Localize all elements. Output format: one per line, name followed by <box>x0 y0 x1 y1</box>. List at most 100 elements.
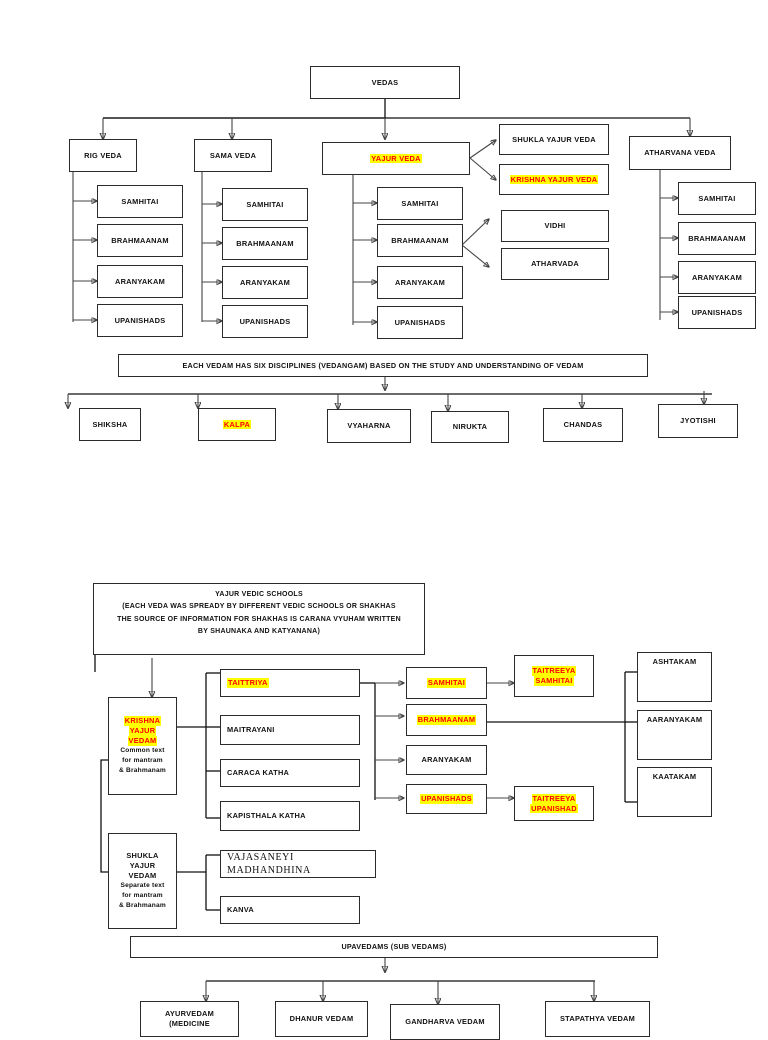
node-label: KAATAKAM <box>652 772 697 781</box>
node-rig-veda[interactable]: RIG VEDA <box>69 139 137 172</box>
header-line-1: YAJUR VEDIC SCHOOLS <box>215 591 303 598</box>
node-label: ARANYAKAM <box>691 272 743 282</box>
sama-samhitai[interactable]: SAMHITAI <box>222 188 308 221</box>
taitreeya-upanishad-text[interactable]: TAITREEYA UPANISHAD <box>514 786 594 821</box>
node-label: UPANISHADS <box>114 315 166 325</box>
node-label: AARANYAKAM <box>646 715 703 724</box>
sama-upanishads[interactable]: UPANISHADS <box>222 305 308 338</box>
upavedam-ayurvedam[interactable]: AYURVEDAM (MEDICINE <box>140 1001 239 1037</box>
shakha-kapisthala-katha[interactable]: KAPISTHALA KATHA <box>220 801 360 831</box>
node-label: BRAHMAANAM <box>391 235 449 245</box>
node-label: ARANYAKAM <box>114 276 166 286</box>
node-label: BRAHMAANAM <box>416 715 477 725</box>
note-line-2: for mantram <box>122 892 163 900</box>
node-label: UPANISHADS <box>239 316 291 326</box>
node-vedas[interactable]: VEDAS <box>310 66 460 99</box>
text-line-2: UPANISHAD <box>530 803 578 814</box>
node-label: YAJUR VEDA <box>370 153 422 164</box>
taittriya-brahmaanam[interactable]: BRAHMAANAM <box>406 704 487 736</box>
shakha-kanva[interactable]: KANVA <box>220 896 360 924</box>
banner-label: UPAVEDAMS (SUB VEDAMS) <box>341 942 447 952</box>
node-label: VYAHARNA <box>347 421 391 430</box>
vedangam-kalpa[interactable]: KALPA <box>198 408 276 441</box>
yajur-brahmaanam[interactable]: BRAHMAANAM <box>377 224 463 257</box>
yajur-samhitai[interactable]: SAMHITAI <box>377 187 463 220</box>
vedangam-vyaharna[interactable]: VYAHARNA <box>327 409 411 443</box>
shakha-vajasaneyi-madhandhina[interactable]: VAJASANEYI MADHANDHINA <box>220 850 376 878</box>
node-label: KRISHNA YAJUR VEDA <box>509 174 599 185</box>
node-sama-veda[interactable]: SAMA VEDA <box>194 139 272 172</box>
taittriya-samhitai[interactable]: SAMHITAI <box>406 667 487 699</box>
node-label: JYOTISHI <box>680 416 716 425</box>
upavedam-dhanur-vedam[interactable]: DHANUR VEDAM <box>275 1001 368 1037</box>
yajur-upanishads[interactable]: UPANISHADS <box>377 306 463 339</box>
title-line-1: KRISHNA <box>123 716 162 727</box>
title-line-3: VEDAM <box>128 871 157 881</box>
shakha-caraca-katha[interactable]: CARACA KATHA <box>220 759 360 787</box>
note-line-1: Common text <box>120 747 165 755</box>
atharvana-samhitai[interactable]: SAMHITAI <box>678 182 756 215</box>
node-label: SHUKLA YAJUR VEDA <box>512 134 596 144</box>
node-label: SAMHITAI <box>246 199 284 209</box>
node-label: UPANISHADS <box>691 307 743 317</box>
brahmaanam-kaatakam[interactable]: KAATAKAM <box>637 767 712 817</box>
node-krishna-yajur-vedam[interactable]: KRISHNA YAJUR VEDAM Common text for mant… <box>108 697 177 795</box>
vedangam-jyotishi[interactable]: JYOTISHI <box>658 404 738 438</box>
node-label: SAMA VEDA <box>209 150 257 160</box>
upavedam-stapathya-vedam[interactable]: STAPATHYA VEDAM <box>545 1001 650 1037</box>
node-label: KAPISTHALA KATHA <box>227 811 306 820</box>
node-label: VAJASANEYI MADHANDHINA <box>227 851 311 877</box>
node-label: BRAHMAANAM <box>111 235 169 245</box>
node-shukla-yajur-veda[interactable]: SHUKLA YAJUR VEDA <box>499 124 609 155</box>
node-label: SAMHITAI <box>698 193 736 203</box>
node-label: VEDAS <box>371 77 399 87</box>
node-label: MAITRAYANI <box>227 725 275 734</box>
vedangam-shiksha[interactable]: SHIKSHA <box>79 408 141 441</box>
node-yajur-veda[interactable]: YAJUR VEDA <box>322 142 470 175</box>
note-line-3: & Brahmanam <box>119 901 166 909</box>
node-label: ATHARVADA <box>531 259 579 268</box>
node-shukla-yajur-vedam[interactable]: SHUKLA YAJUR VEDAM Separate text for man… <box>108 833 177 929</box>
vedangam-chandas[interactable]: CHANDAS <box>543 408 623 442</box>
taittriya-aranyakam[interactable]: ARANYAKAM <box>406 745 487 775</box>
taittriya-upanishads[interactable]: UPANISHADS <box>406 784 487 814</box>
brahmaanam-ashtakam[interactable]: ASHTAKAM <box>637 652 712 702</box>
atharvana-aranyakam[interactable]: ARANYAKAM <box>678 261 756 294</box>
node-atharvada[interactable]: ATHARVADA <box>501 248 609 280</box>
yajur-aranyakam[interactable]: ARANYAKAM <box>377 266 463 299</box>
shakha-maitrayani[interactable]: MAITRAYANI <box>220 715 360 745</box>
node-atharvana-veda[interactable]: ATHARVANA VEDA <box>629 136 731 170</box>
node-label: NIRUKTA <box>452 422 488 431</box>
header-line-3: THE SOURCE OF INFORMATION FOR SHAKHAS IS… <box>117 615 401 623</box>
node-label: SAMHITAI <box>121 196 159 206</box>
title-line-2: YAJUR <box>128 726 157 737</box>
node-vidhi[interactable]: VIDHI <box>501 210 609 242</box>
banner-label: EACH VEDAM HAS SIX DISCIPLINES (VEDANGAM… <box>182 360 584 370</box>
node-label: SAMHITAI <box>426 678 467 688</box>
atharvana-upanishads[interactable]: UPANISHADS <box>678 296 756 329</box>
brahmaanam-aaranyakam[interactable]: AARANYAKAM <box>637 710 712 760</box>
atharvana-brahmaanam[interactable]: BRAHMAANAM <box>678 222 756 255</box>
shakha-taittriya[interactable]: TAITTRIYA <box>220 669 360 697</box>
node-label: CARACA KATHA <box>227 768 290 777</box>
node-label: BRAHMAANAM <box>688 233 746 243</box>
taitreeya-samhitai-text[interactable]: TAITREEYA SAMHITAI <box>514 655 594 697</box>
yajur-vedic-schools-header: YAJUR VEDIC SCHOOLS (EACH VEDA WAS SPREA… <box>93 583 425 655</box>
node-label: TAITTRIYA <box>227 678 269 688</box>
header-line-2: (EACH VEDA WAS SPREADY BY DIFFERENT VEDI… <box>122 603 396 611</box>
sama-aranyakam[interactable]: ARANYAKAM <box>222 266 308 299</box>
node-label: UPANISHADS <box>420 794 473 804</box>
rig-brahmaanam[interactable]: BRAHMAANAM <box>97 224 183 257</box>
sama-brahmaanam[interactable]: BRAHMAANAM <box>222 227 308 260</box>
rig-samhitai[interactable]: SAMHITAI <box>97 185 183 218</box>
node-label: KANVA <box>227 905 254 914</box>
node-krishna-yajur-veda[interactable]: KRISHNA YAJUR VEDA <box>499 164 609 195</box>
vedangam-nirukta[interactable]: NIRUKTA <box>431 411 509 443</box>
node-label: ARANYAKAM <box>239 277 291 287</box>
note-line-3: & Brahmanam <box>119 766 166 774</box>
node-label: BRAHMAANAM <box>236 238 294 248</box>
upavedam-gandharva-vedam[interactable]: GANDHARVA VEDAM <box>390 1004 500 1040</box>
rig-upanishads[interactable]: UPANISHADS <box>97 304 183 337</box>
rig-aranyakam[interactable]: ARANYAKAM <box>97 265 183 298</box>
